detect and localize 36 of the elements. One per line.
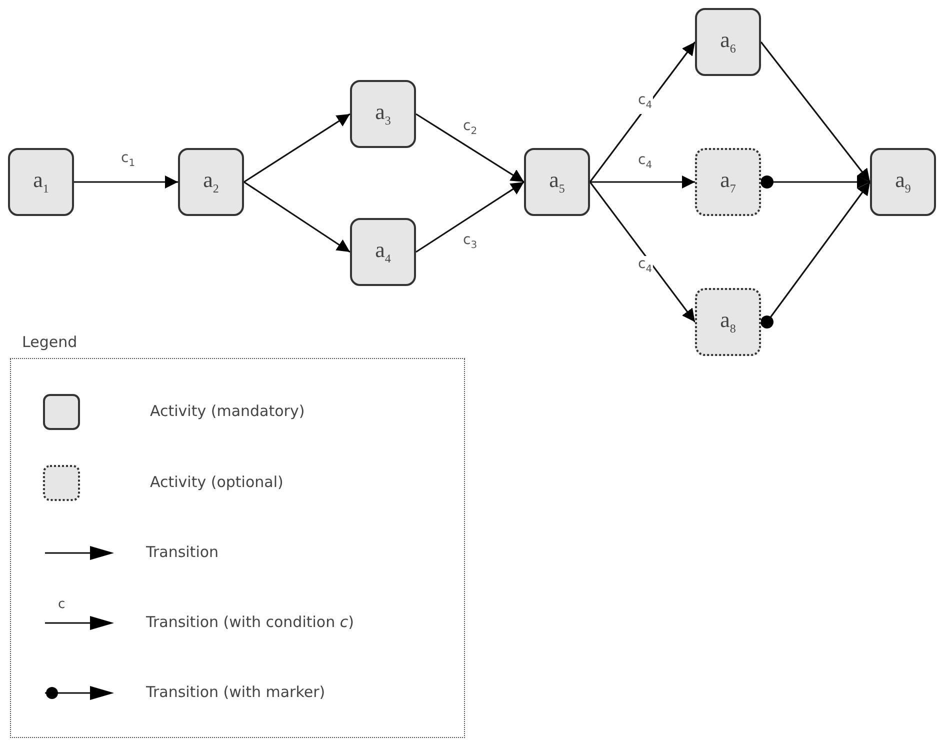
activity-label: a$_{3}$	[375, 99, 391, 129]
transition-arrow	[244, 113, 350, 183]
activity-label: a$_{6}$	[720, 27, 736, 57]
activity-box	[870, 148, 936, 216]
transition-arrow	[244, 181, 350, 253]
transition-arrow	[74, 176, 178, 188]
activity-label: a$_{9}$	[895, 167, 911, 197]
transition-arrow	[760, 182, 871, 328]
activity-label: a$_{5}$	[549, 167, 565, 197]
activity-label: a$_{7}$	[720, 167, 736, 197]
transition-arrow	[589, 182, 696, 322]
activity-box	[350, 80, 416, 148]
transition-arrow	[760, 42, 871, 182]
legend-text: Activity (optional)	[150, 473, 284, 491]
activity-box	[8, 148, 74, 216]
activity-box	[524, 148, 590, 216]
optional-activity-box	[695, 148, 761, 216]
legend-text: Activity (mandatory)	[150, 402, 305, 420]
transition-arrow	[589, 42, 696, 182]
transition-arrow	[590, 176, 695, 188]
transition-arrow	[416, 113, 524, 183]
condition-label: c	[58, 597, 66, 612]
activity-box	[178, 148, 244, 216]
legend-text: Transition (with condition c)	[146, 613, 354, 631]
transition-arrow	[416, 181, 524, 253]
activity-box	[350, 218, 416, 286]
transition-arrow	[760, 176, 870, 188]
legend-text: Transition (with marker)	[146, 683, 326, 701]
activity-label: a$_{2}$	[203, 167, 219, 197]
legend-title: Legend	[22, 333, 78, 351]
activity-label: a$_{1}$	[33, 167, 49, 197]
activity-label: a$_{8}$	[720, 307, 736, 337]
optional-activity-box	[695, 288, 761, 356]
activity-label: a$_{4}$	[375, 237, 391, 267]
activity-box	[695, 8, 761, 76]
legend-text: Transition	[146, 543, 219, 561]
